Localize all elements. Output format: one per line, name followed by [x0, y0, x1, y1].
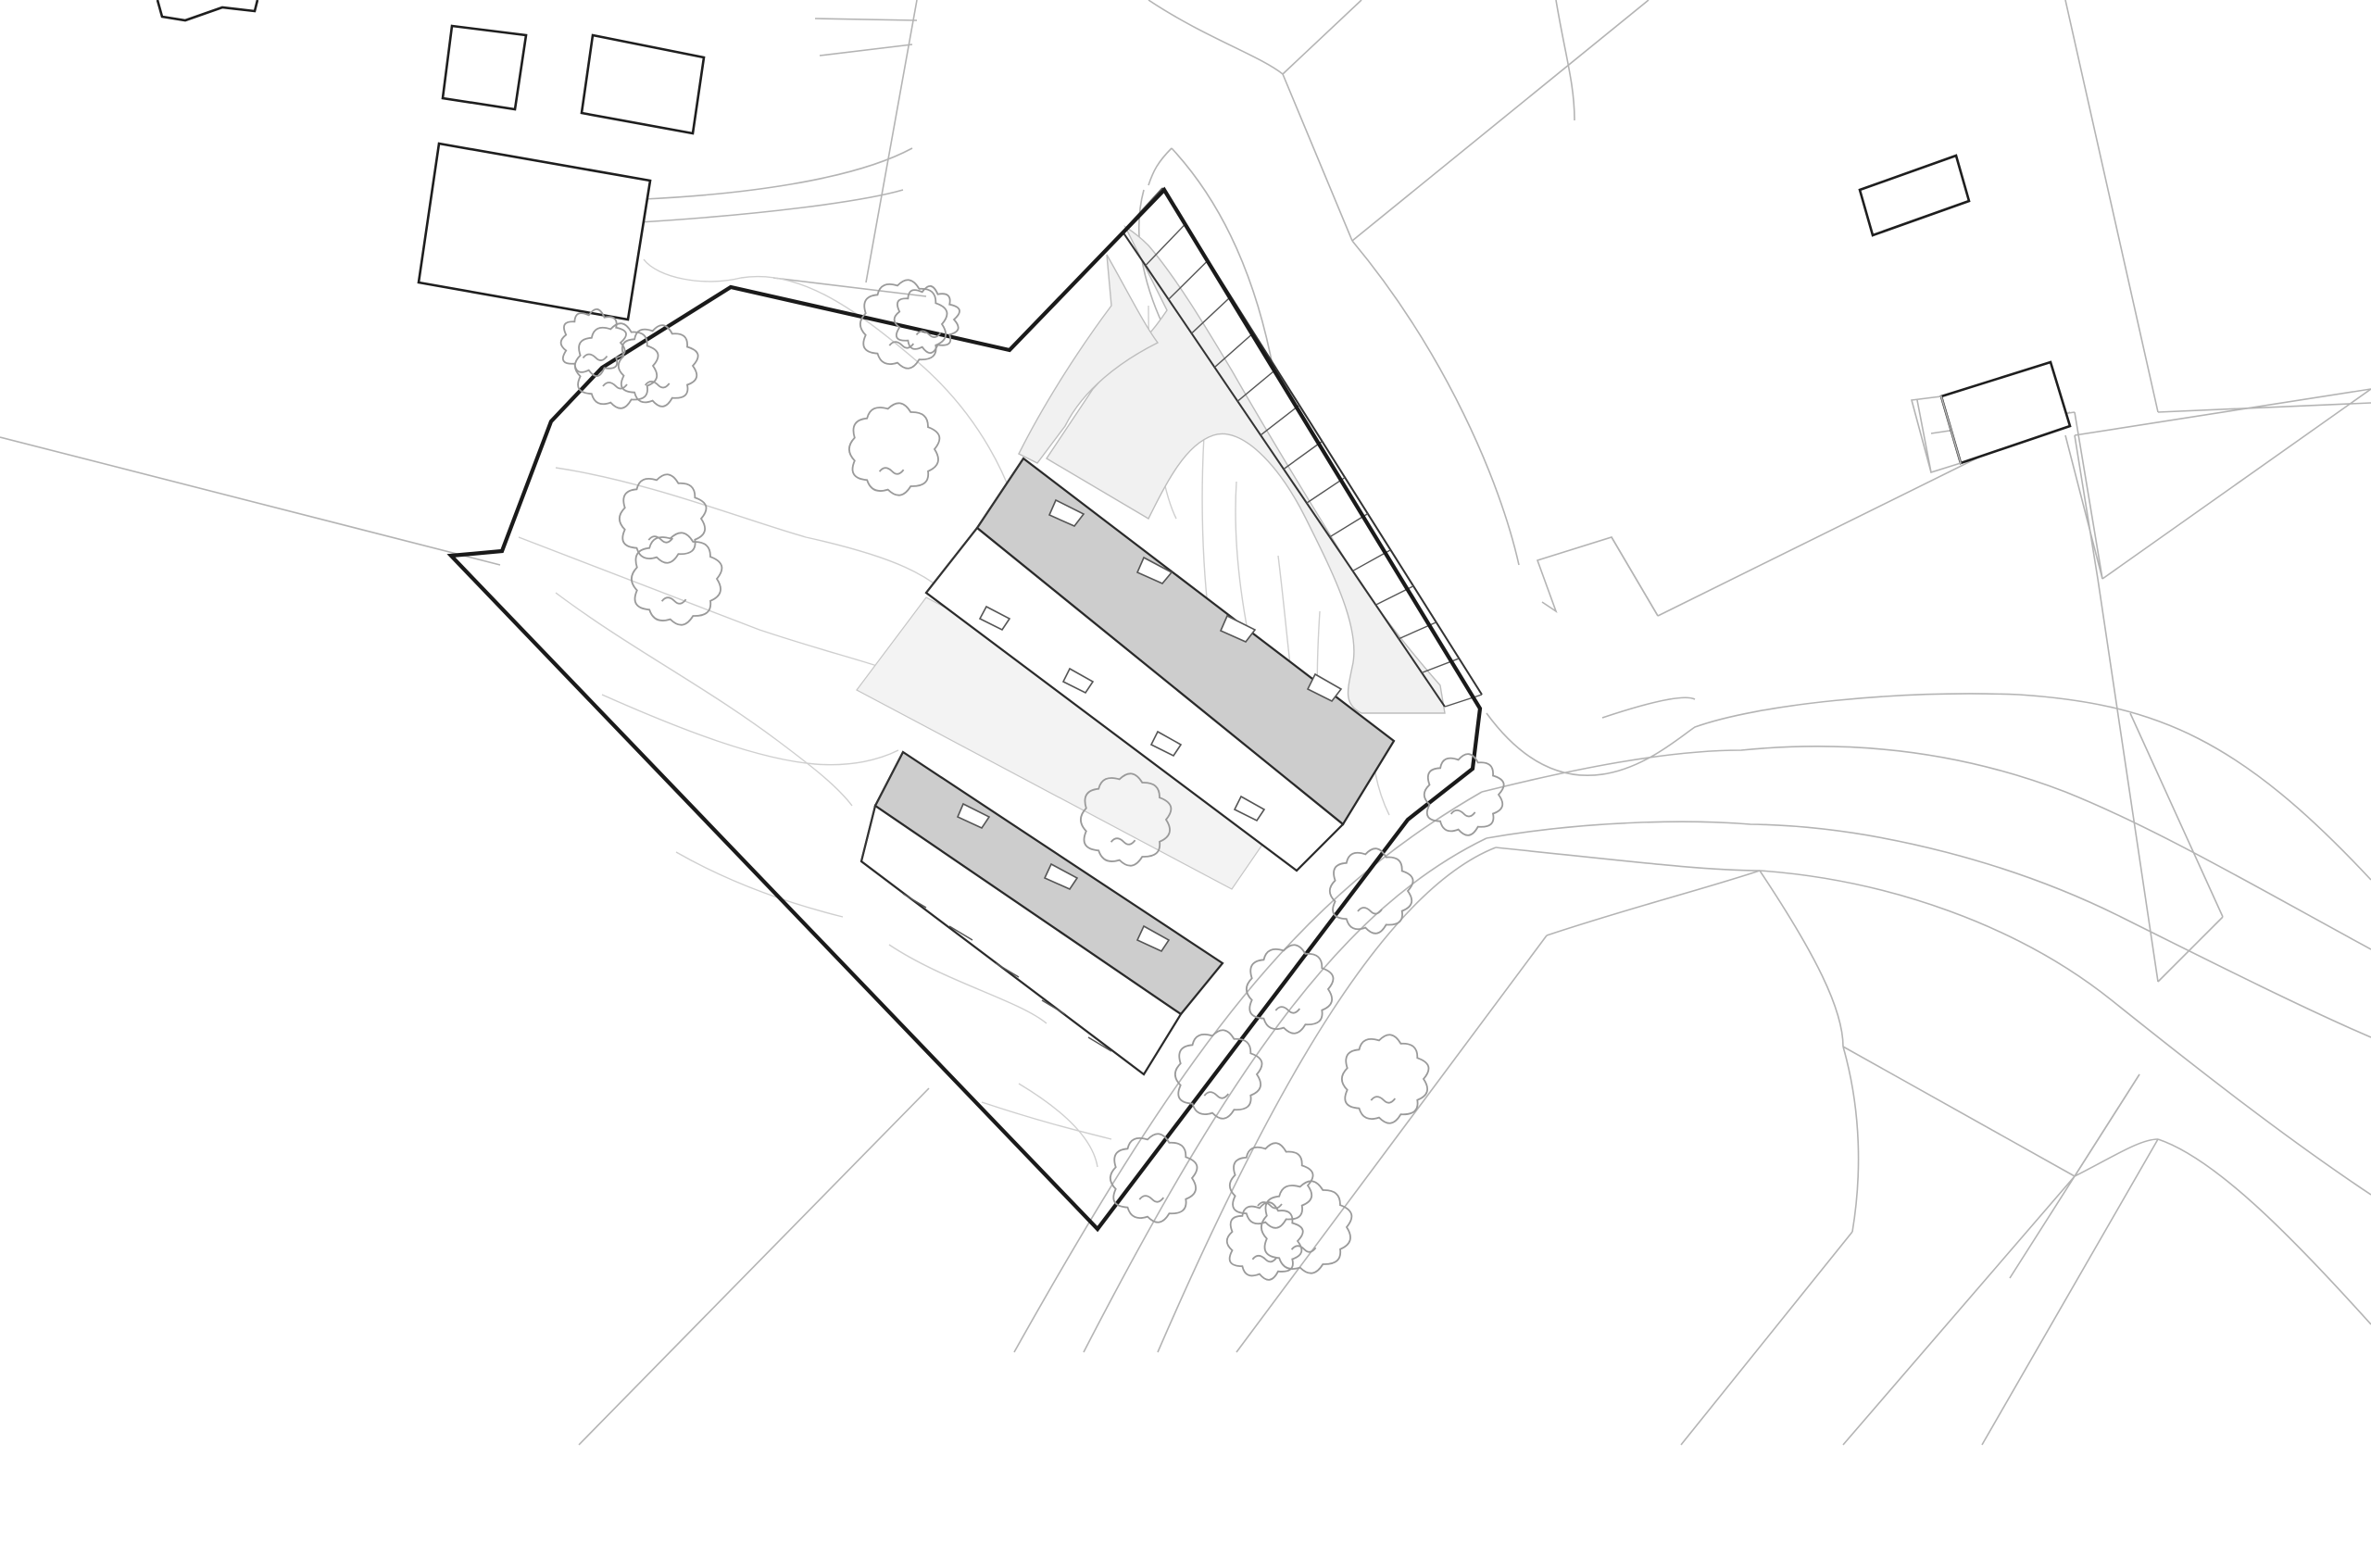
tree-canopy-outline	[618, 473, 708, 564]
parking-bay-divider	[1444, 694, 1483, 708]
tree-canopy-outline	[1245, 944, 1335, 1035]
tree-symbol	[1109, 1133, 1198, 1223]
tree-canopy-outline	[1340, 1034, 1430, 1124]
neighbour-building	[156, 0, 259, 22]
row-house-lower	[859, 750, 1224, 1076]
tree-branch-mark	[644, 381, 671, 389]
tree-branch-mark	[1357, 907, 1383, 915]
tree-symbol	[1225, 1201, 1304, 1281]
neighbour-building	[441, 24, 528, 111]
tree-symbol	[848, 402, 941, 496]
tree-canopy-outline	[631, 532, 723, 626]
tree-symbol	[1245, 944, 1335, 1035]
tree-canopy-outline	[559, 308, 627, 377]
tree-canopy-outline	[1328, 847, 1414, 935]
tree-branch-mark	[1257, 1201, 1283, 1210]
tree-symbol	[618, 473, 708, 564]
tree-symbol	[1080, 772, 1173, 867]
row-house-upper	[924, 457, 1396, 872]
tree-branch-mark	[1138, 1195, 1165, 1203]
tree-branch-mark	[1370, 1096, 1397, 1104]
tree-canopy-outline	[859, 279, 948, 370]
tree-canopy-outline	[1228, 1142, 1314, 1229]
neighbour-building	[580, 33, 706, 135]
parking-bay-divider	[1283, 440, 1323, 470]
tree-branch-mark	[1110, 837, 1136, 846]
tree-canopy-outline	[893, 285, 960, 354]
parking-bay-divider	[1168, 259, 1209, 300]
tree-canopy-outline	[1109, 1133, 1198, 1223]
tree-canopy-outline	[1261, 1180, 1353, 1274]
tree-branch-mark	[582, 353, 608, 361]
tree-canopy-outline	[1080, 772, 1173, 867]
tree-canopy-outline	[1225, 1201, 1304, 1281]
tree-symbol	[1423, 753, 1505, 836]
parking-bay-divider	[1260, 404, 1300, 436]
tree-symbol	[1261, 1180, 1353, 1274]
context-lines	[0, 0, 2371, 1446]
tree-canopy-outline	[1173, 1029, 1263, 1120]
tree-symbol	[1173, 1029, 1263, 1120]
neighbour-building	[417, 142, 652, 321]
tree-branch-mark	[602, 382, 628, 390]
tree-branch-mark	[878, 467, 905, 475]
neighbour-building	[1858, 154, 1971, 237]
tree-branch-mark	[1290, 1245, 1317, 1253]
site-boundary	[446, 186, 1483, 1233]
tree-symbol	[559, 308, 627, 377]
parking-bay-divider	[1191, 295, 1232, 334]
tree-canopy-outline	[848, 402, 941, 496]
tree-branch-mark	[647, 535, 674, 544]
parking-bay-divider	[1329, 513, 1369, 538]
parking-bay-divider	[1145, 223, 1186, 267]
site-interior	[518, 187, 1483, 1168]
parking-bay-divider	[1306, 476, 1346, 504]
neighbour-buildings	[156, 0, 2072, 474]
tree-symbol	[1340, 1034, 1430, 1124]
tree-branch-mark	[1449, 809, 1476, 818]
tree-symbol	[1228, 1142, 1314, 1229]
tree-symbol	[631, 532, 723, 626]
tree-symbol	[617, 324, 699, 408]
tree-symbol	[1328, 847, 1414, 935]
trees	[559, 279, 1505, 1281]
parking-bay-divider	[1236, 368, 1277, 402]
tree-branch-mark	[660, 596, 687, 605]
tree-branch-mark	[915, 330, 942, 338]
tree-branch-mark	[1251, 1254, 1278, 1263]
tree-canopy-outline	[1423, 753, 1505, 836]
tree-symbol	[893, 285, 960, 354]
parking-bay-divider	[1213, 332, 1255, 369]
neighbour-building	[1939, 360, 2072, 465]
tree-canopy-outline	[617, 324, 699, 408]
tree-branch-mark	[1203, 1091, 1230, 1099]
tree-branch-mark	[1274, 1006, 1301, 1014]
